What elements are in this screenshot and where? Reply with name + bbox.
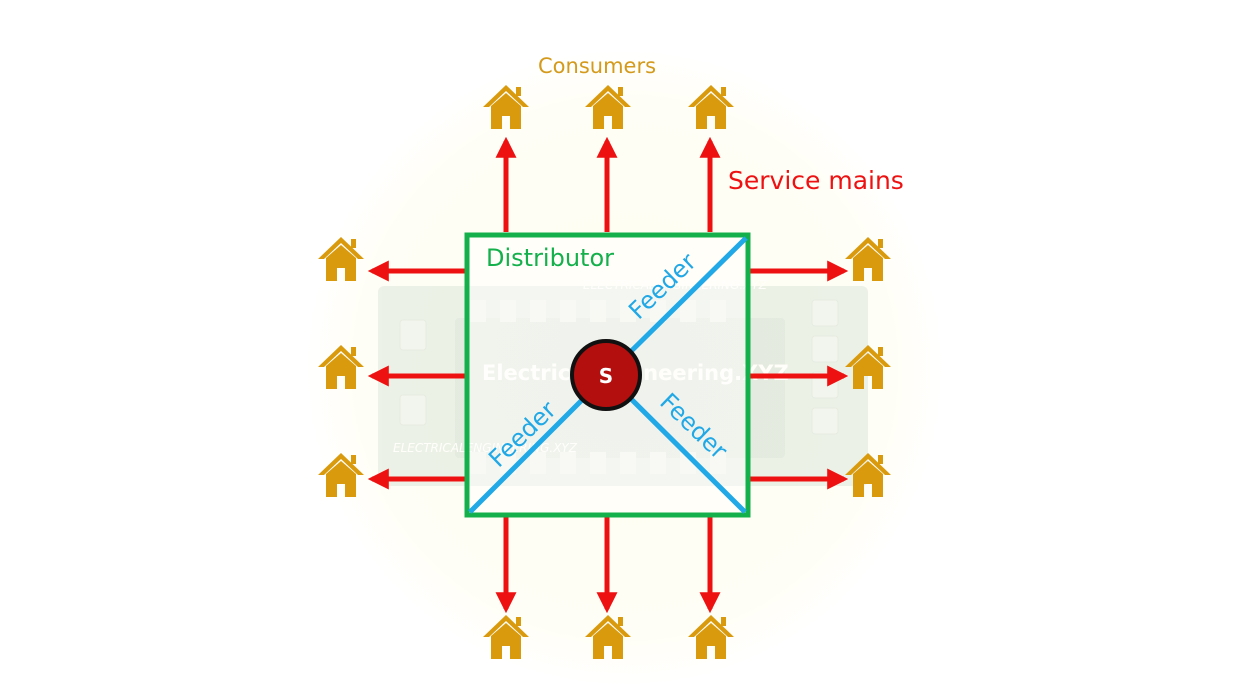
watermark-small-top: ELECTRICALENGINEERING.XYZ: [583, 278, 768, 292]
service-mains: [367, 136, 849, 614]
source-label: S: [599, 364, 613, 388]
service-mains-label: Service mains: [728, 166, 904, 195]
source-node: S: [570, 339, 642, 411]
distributor-label: Distributor: [486, 244, 614, 272]
consumers-label: Consumers: [538, 54, 656, 78]
